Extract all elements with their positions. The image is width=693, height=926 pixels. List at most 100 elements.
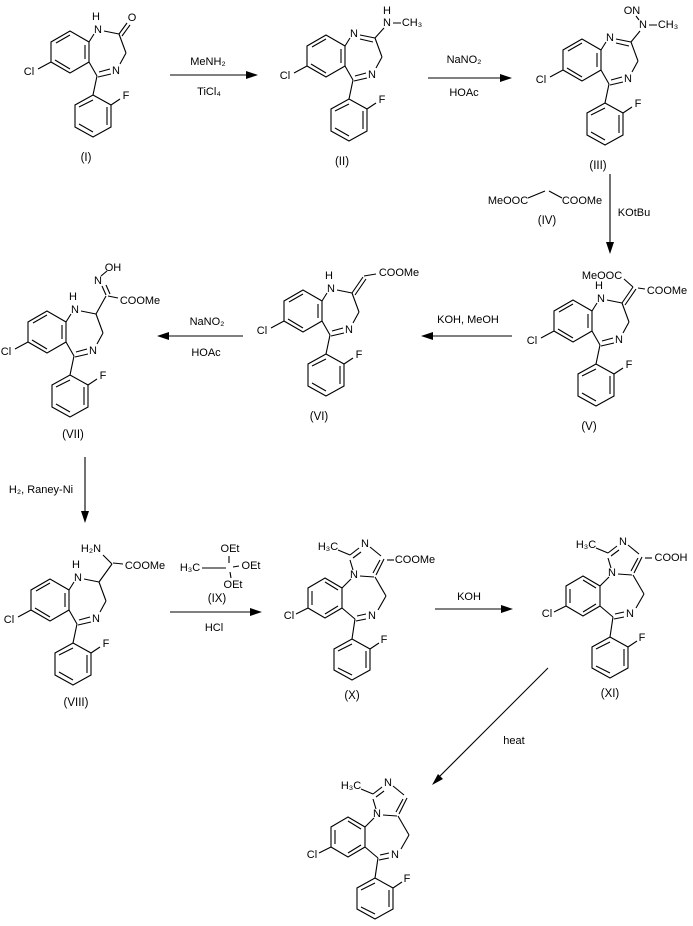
substituent-label: OH: [105, 262, 122, 274]
bond-skeleton: [270, 289, 360, 397]
bond-skeleton: [118, 22, 131, 37]
arrowhead: [157, 332, 169, 340]
atom-label: N: [350, 28, 358, 40]
bond-skeleton: [293, 34, 383, 142]
substituent-label: OEt: [221, 543, 240, 555]
substituent-label: COOMe: [125, 560, 165, 572]
atom-label: F: [103, 638, 110, 650]
atom-label: N: [74, 572, 82, 584]
atom-label: N: [350, 569, 358, 581]
atom-label: F: [100, 370, 107, 382]
atom-label: Cl: [280, 70, 290, 82]
arrow-step5: NaNO₂ HOAc: [157, 316, 243, 359]
atom-label: N: [373, 808, 381, 820]
compound-caption: (IX): [208, 593, 227, 605]
reagent-label: heat: [503, 735, 524, 747]
arrow-step4: KOH, MeOH: [421, 314, 512, 340]
atom-label: N: [361, 538, 369, 550]
atom-label: Cl: [527, 335, 537, 347]
reagent-label: KOH: [457, 591, 481, 603]
bond-skeleton: [549, 38, 639, 146]
substituent-label: COOMe: [647, 285, 687, 297]
atom-label: H: [325, 270, 333, 282]
compound-VII: N H N N OH COOMe Cl F (VII): [1, 262, 160, 441]
substituent-label: CH₃: [658, 19, 678, 31]
substituent-label: H₃C: [180, 562, 200, 574]
atom-label: F: [379, 94, 386, 106]
atom-label: F: [635, 98, 642, 110]
substituent-label: H₂N: [81, 543, 101, 555]
bond-skeleton: [615, 15, 657, 47]
reaction-arrow: [438, 667, 549, 778]
arrow-step6: H₂, Raney-Ni: [9, 457, 89, 523]
arrowhead: [500, 74, 512, 82]
arrow-step2: NaNO₂ HOAc: [428, 54, 512, 99]
atom-label: N: [608, 567, 616, 579]
atom-label: N: [383, 17, 391, 29]
arrowhead: [81, 511, 89, 523]
atom-label: N: [368, 610, 376, 622]
atom-label: N: [639, 19, 647, 31]
substituent-label: MeOOC: [582, 270, 622, 282]
atom-label: Cl: [4, 614, 14, 626]
compound-X: N N N H₃C COOMe Cl F (X): [284, 538, 435, 702]
atom-label: N: [94, 275, 102, 287]
bond-skeleton: [621, 278, 646, 306]
substituent-label: H₃C: [341, 780, 361, 792]
substituent-label: CH₃: [402, 17, 422, 29]
reagent-label: KOtBu: [618, 207, 650, 219]
arrow-step8: KOH: [435, 591, 513, 613]
atom-label: N: [89, 345, 97, 357]
compound-VI: N H N COOMe Cl F (VI): [257, 267, 419, 423]
arrowhead: [501, 605, 513, 613]
bond-skeleton: [14, 310, 104, 418]
atom-label: N: [112, 65, 120, 77]
atom-label: H: [92, 11, 100, 23]
reagent-label: MeNH₂: [190, 56, 225, 68]
arrow-step9: heat: [432, 667, 549, 785]
atom-label: N: [327, 283, 335, 295]
atom-label: F: [639, 632, 646, 644]
atom-label: Cl: [284, 610, 294, 622]
atom-label: Cl: [1, 346, 11, 358]
compound-II: N N N H CH₃ Cl F (II): [280, 5, 422, 168]
bond-skeleton: [95, 270, 119, 315]
reagent-label: NaNO₂: [190, 316, 225, 328]
substituent-label: MeOOC: [488, 195, 528, 207]
compound-caption: (X): [344, 690, 360, 702]
compound-IV: MeOOC COOMe (IV): [488, 190, 602, 227]
atom-label: N: [615, 334, 623, 346]
reagent-label: KOH, MeOH: [437, 314, 499, 326]
reagent-label: HOAc: [449, 87, 479, 99]
compound-V: N H N MeOOC COOMe Cl F (V): [527, 270, 687, 433]
bond-skeleton: [351, 273, 377, 296]
atom-label: Cl: [536, 74, 546, 86]
atom-label: H: [383, 5, 391, 17]
substituent-label: OEt: [224, 579, 243, 591]
bond-skeleton: [37, 30, 127, 138]
atom-label: N: [345, 324, 353, 336]
compound-caption: (II): [335, 156, 349, 168]
atom-label: Cl: [257, 325, 267, 337]
compound-III: N N N ON CH₃ Cl F (III): [536, 5, 678, 172]
atom-label: F: [356, 349, 363, 361]
substituent-label: COOMe: [120, 295, 160, 307]
atom-label: N: [624, 73, 632, 85]
atom-label: Cl: [542, 608, 552, 620]
atom-label: N: [368, 69, 376, 81]
compound-XI: N N N H₃C COOH Cl F (XI): [542, 536, 688, 700]
arrowhead: [432, 774, 443, 785]
compound-caption: (IV): [538, 215, 557, 227]
atom-label: N: [92, 613, 100, 625]
atom-label: F: [404, 873, 411, 885]
atom-label: F: [626, 359, 633, 371]
atom-label: N: [384, 777, 392, 789]
atom-label: Cl: [307, 849, 317, 861]
substituent-label: H₃C: [576, 539, 596, 551]
atom-label: O: [128, 12, 137, 24]
atom-label: N: [391, 849, 399, 861]
atom-label: H: [69, 291, 77, 303]
arrowhead: [421, 332, 433, 340]
